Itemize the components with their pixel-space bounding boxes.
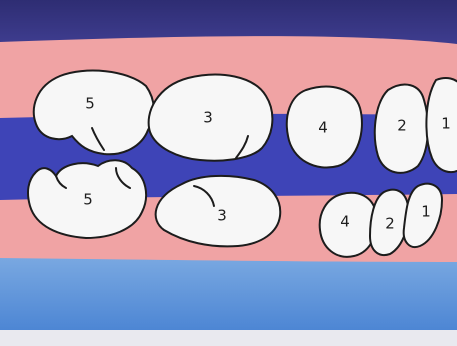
upper-tooth-4-label: 4	[318, 119, 328, 137]
bottom-edge-strip	[0, 330, 457, 346]
lower-tooth-5-label: 5	[83, 191, 93, 209]
upper-tooth-3-label: 3	[203, 109, 213, 127]
lower-tooth-1-label: 1	[421, 203, 431, 221]
upper-tooth-5-label: 5	[85, 95, 95, 113]
upper-tooth-1-label: 1	[441, 115, 451, 133]
lower-tooth-2-label: 2	[385, 215, 395, 233]
lower-tooth-4-label: 4	[340, 213, 350, 231]
upper-tooth-2-label: 2	[397, 117, 407, 135]
upper-tooth-4: 4	[287, 87, 362, 168]
upper-tooth-3: 3	[149, 75, 273, 161]
bottom-band	[0, 258, 457, 330]
lower-tooth-3-label: 3	[217, 207, 227, 225]
lower-tooth-5: 5	[28, 160, 146, 238]
upper-tooth-2: 2	[375, 85, 428, 173]
upper-tooth-1: 1	[426, 78, 457, 172]
lower-tooth-4: 4	[320, 193, 377, 257]
